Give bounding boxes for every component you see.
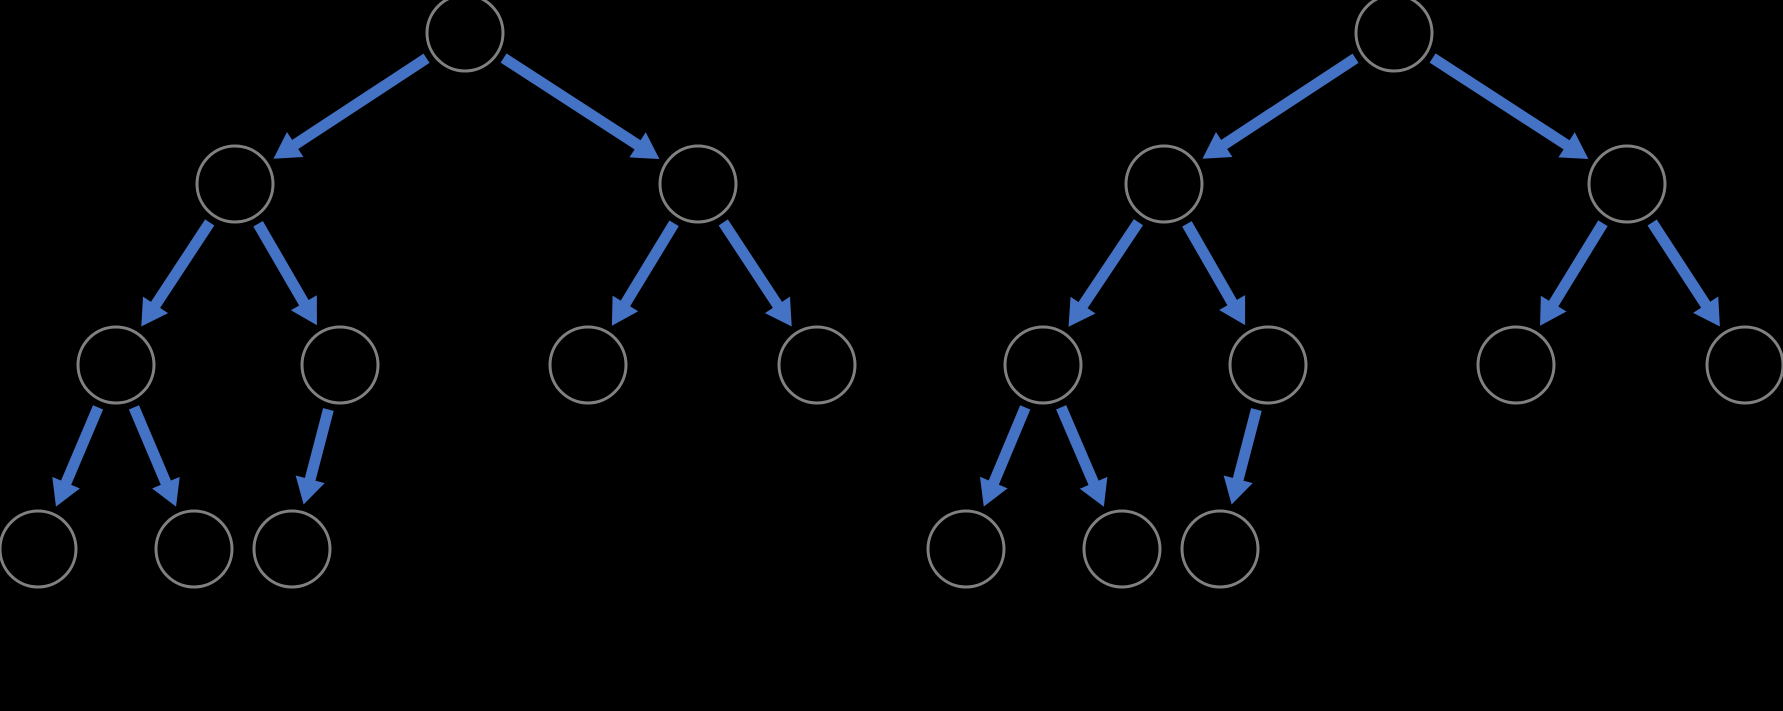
arrowhead-icon — [1223, 475, 1253, 505]
tree-node-r-n2[interactable] — [1587, 144, 1667, 224]
tree-node-r-n1[interactable] — [1124, 144, 1204, 224]
arrowhead-icon — [141, 296, 169, 327]
tree-edge-line — [1429, 53, 1572, 151]
arrowhead-icon — [52, 476, 80, 507]
tree-node-r-n3[interactable] — [1003, 325, 1083, 405]
tree-node-l-n4[interactable] — [300, 325, 380, 405]
tree-edge-line — [149, 219, 215, 310]
tree-edge-line — [304, 408, 334, 483]
tree-edge-line — [253, 221, 310, 308]
arrowhead-icon — [1079, 476, 1108, 507]
arrowhead-icon — [1540, 295, 1567, 326]
tree-edge-line — [1647, 219, 1712, 310]
tree-node-l-n9[interactable] — [252, 509, 332, 589]
edges-layer — [52, 53, 1720, 507]
arrowhead-icon — [1693, 296, 1720, 327]
tree-edge-line — [1219, 53, 1359, 151]
arrowhead-icon — [1202, 131, 1233, 159]
tree-node-l-root[interactable] — [425, 0, 505, 73]
tree-node-l-n6[interactable] — [777, 325, 857, 405]
tree-edge-line — [718, 219, 784, 310]
tree-node-r-n9[interactable] — [1180, 509, 1260, 589]
arrowhead-icon — [764, 296, 792, 327]
arrowhead-icon — [1068, 296, 1096, 327]
arrowhead-icon — [979, 476, 1008, 507]
arrowhead-icon — [1219, 295, 1246, 326]
tree-edges-left-tree — [52, 53, 792, 507]
tree-node-r-n8[interactable] — [1082, 509, 1162, 589]
arrowhead-icon — [152, 476, 180, 507]
arrowhead-icon — [295, 475, 325, 505]
tree-edge-line — [987, 405, 1031, 487]
tree-edge-line — [128, 405, 172, 487]
tree-edge-line — [500, 53, 643, 151]
tree-node-l-n7[interactable] — [0, 509, 78, 589]
tree-node-l-n2[interactable] — [658, 144, 738, 224]
tree-edge-line — [290, 53, 430, 151]
arrowhead-icon — [273, 131, 304, 159]
tree-node-r-n4[interactable] — [1228, 325, 1308, 405]
tree-edge-line — [619, 220, 679, 309]
tree-edges-right-tree — [979, 53, 1720, 507]
tree-edge-line — [1056, 405, 1100, 487]
tree-node-r-n6[interactable] — [1705, 325, 1783, 405]
tree-node-l-n1[interactable] — [195, 144, 275, 224]
arrowhead-icon — [1558, 132, 1589, 159]
tree-nodes-right-tree — [926, 0, 1783, 589]
tree-node-l-n3[interactable] — [76, 325, 156, 405]
arrowhead-icon — [611, 295, 639, 326]
arrowhead-icon — [629, 132, 660, 159]
tree-node-r-root[interactable] — [1354, 0, 1434, 73]
tree-node-l-n5[interactable] — [548, 325, 628, 405]
tree-edge-line — [1077, 219, 1144, 310]
tree-node-l-n8[interactable] — [154, 509, 234, 589]
tree-edge-line — [1182, 221, 1238, 308]
tree-edge-line — [1232, 408, 1262, 483]
tree-node-r-n7[interactable] — [926, 509, 1006, 589]
tree-nodes-left-tree — [0, 0, 857, 589]
tree-edge-line — [60, 405, 104, 487]
tree-node-r-n5[interactable] — [1476, 325, 1556, 405]
tree-edge-line — [1547, 220, 1608, 309]
nodes-layer — [0, 0, 1783, 589]
arrowhead-icon — [290, 295, 317, 326]
